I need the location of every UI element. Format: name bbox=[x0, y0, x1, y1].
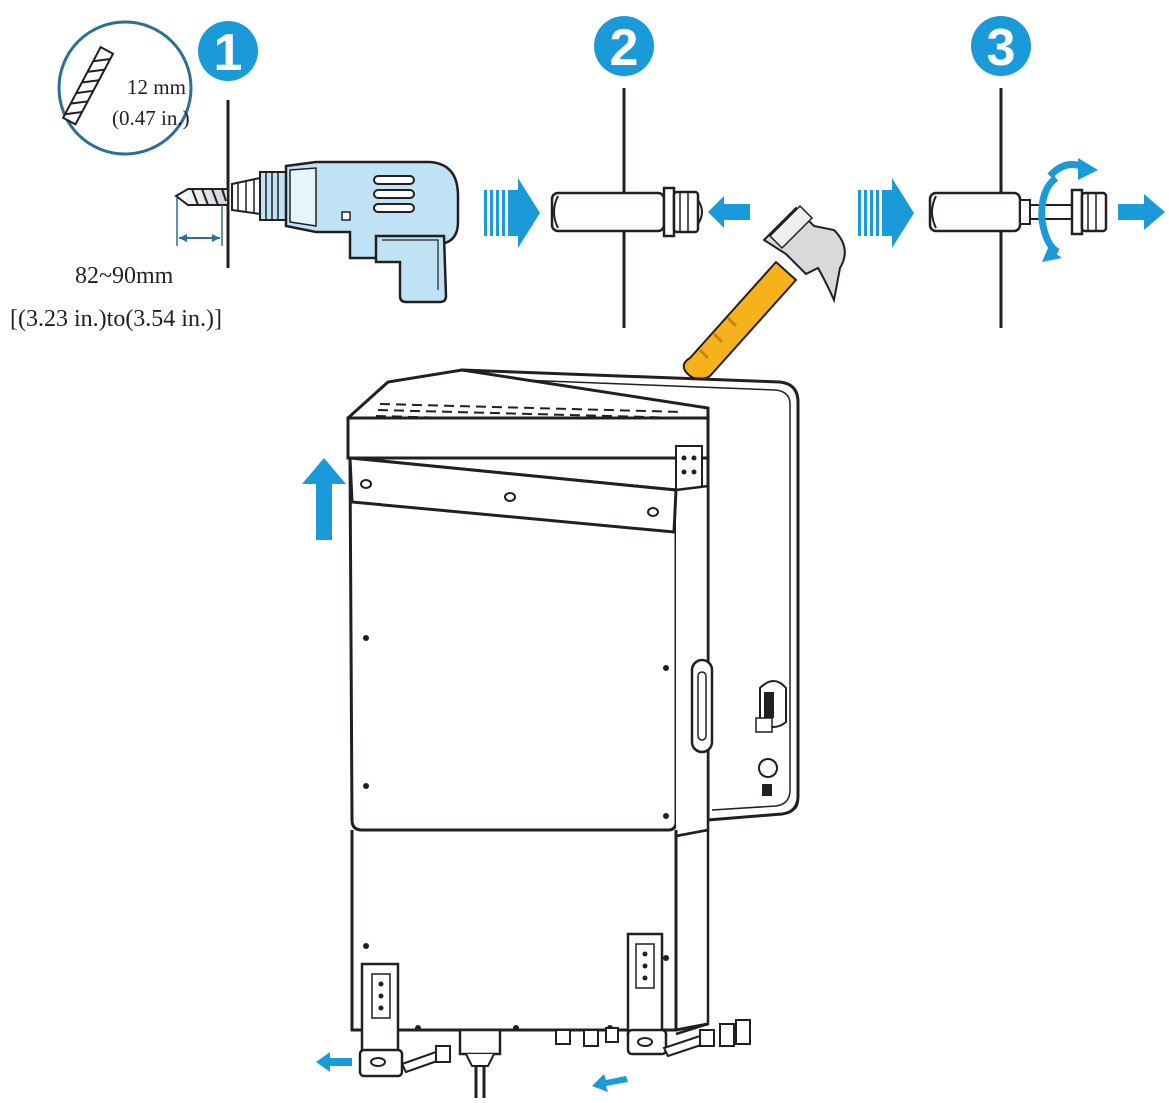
screw-out-arrow-icon bbox=[592, 1074, 628, 1092]
dc-switch-icon bbox=[755, 680, 787, 796]
step-2: 2 bbox=[484, 16, 846, 381]
pull-arrow-icon bbox=[1118, 194, 1165, 230]
wall-bracket bbox=[348, 456, 678, 534]
svg-text:2: 2 bbox=[610, 19, 639, 77]
svg-text:1: 1 bbox=[214, 24, 243, 82]
direction-arrow-icon bbox=[858, 178, 914, 248]
bottom-connectors bbox=[458, 1019, 751, 1098]
bracket-screws bbox=[400, 1029, 715, 1074]
lift-arrow-icon bbox=[302, 458, 346, 540]
screw-out-arrow-icon bbox=[316, 1052, 352, 1072]
step-3: 3 bbox=[858, 16, 1165, 328]
anchor-sleeve-icon bbox=[928, 188, 1108, 236]
bottom-left-bracket bbox=[358, 962, 404, 1078]
hole-depth-dimension: 82~90mm [(3.23 in.)to(3.54 in.)] bbox=[10, 198, 223, 332]
heatsink-fins bbox=[371, 403, 695, 437]
drill-icon bbox=[174, 160, 460, 304]
rotate-arrow-icon bbox=[1038, 158, 1098, 262]
step-2-badge: 2 bbox=[594, 16, 654, 77]
svg-text:12 mm: 12 mm bbox=[127, 75, 186, 99]
svg-text:[(3.23 in.)to(3.54 in.)]: [(3.23 in.)to(3.54 in.)] bbox=[10, 306, 222, 332]
step-3-badge: 3 bbox=[971, 16, 1031, 77]
drill-bit-detail-icon: 12 mm (0.47 in.) bbox=[57, 20, 193, 156]
side-handle bbox=[690, 658, 714, 754]
bottom-right-bracket bbox=[626, 932, 668, 1056]
direction-arrow-icon bbox=[484, 178, 540, 248]
svg-text:3: 3 bbox=[987, 19, 1016, 77]
expansion-bolt-icon bbox=[550, 186, 703, 238]
hammer-icon bbox=[682, 204, 846, 381]
push-arrow-icon bbox=[708, 196, 750, 228]
step-1-badge: 1 bbox=[198, 21, 258, 82]
step-1: 1 12 mm (0.47 in.) bbox=[10, 20, 460, 332]
inverter-unit bbox=[302, 368, 800, 1098]
svg-text:82~90mm: 82~90mm bbox=[75, 263, 174, 289]
svg-text:(0.47 in.): (0.47 in.) bbox=[112, 106, 190, 130]
